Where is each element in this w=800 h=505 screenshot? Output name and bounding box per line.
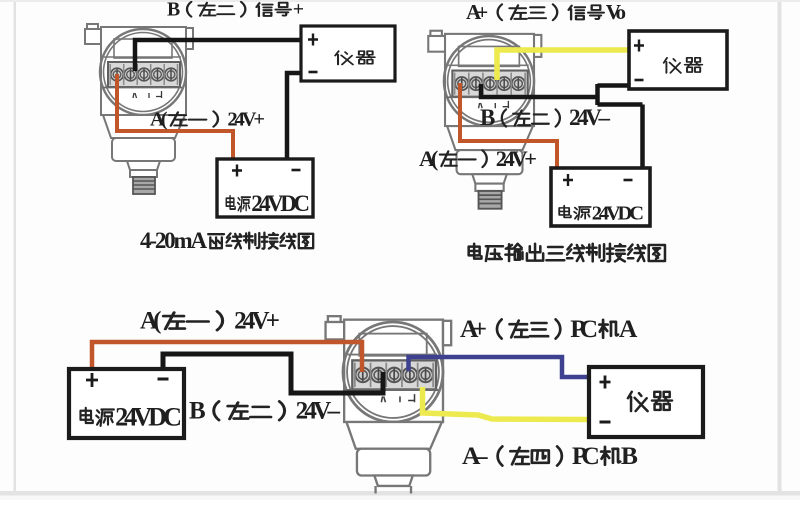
svg-text:B: B: [189, 398, 206, 425]
svg-text:A(: A(: [140, 308, 162, 335]
svg-text:B: B: [621, 441, 638, 470]
svg-text:B: B: [167, 0, 180, 21]
svg-text:24V–: 24V–: [569, 105, 611, 130]
svg-text:A+: A+: [466, 0, 488, 24]
svg-text:Vo: Vo: [606, 0, 626, 24]
svg-text:PC: PC: [572, 441, 600, 470]
svg-text:4-20mA: 4-20mA: [140, 228, 207, 253]
svg-text:24VDC: 24VDC: [592, 202, 644, 224]
svg-text:A–: A–: [462, 441, 488, 470]
svg-text:24VDC: 24VDC: [115, 402, 182, 431]
svg-text:A+: A+: [460, 314, 487, 343]
svg-text:A(: A(: [150, 108, 168, 130]
svg-text:A: A: [619, 314, 638, 343]
svg-text:24V+: 24V+: [496, 146, 537, 171]
svg-text:+: +: [293, 0, 304, 21]
svg-text:24V–: 24V–: [296, 398, 341, 425]
svg-text:24VDC: 24VDC: [251, 191, 310, 216]
svg-text:A(: A(: [419, 146, 438, 171]
svg-text:24V+: 24V+: [227, 108, 265, 130]
svg-text:PC: PC: [570, 314, 598, 343]
svg-text:B: B: [480, 105, 495, 130]
svg-text:24V+: 24V+: [234, 308, 280, 335]
